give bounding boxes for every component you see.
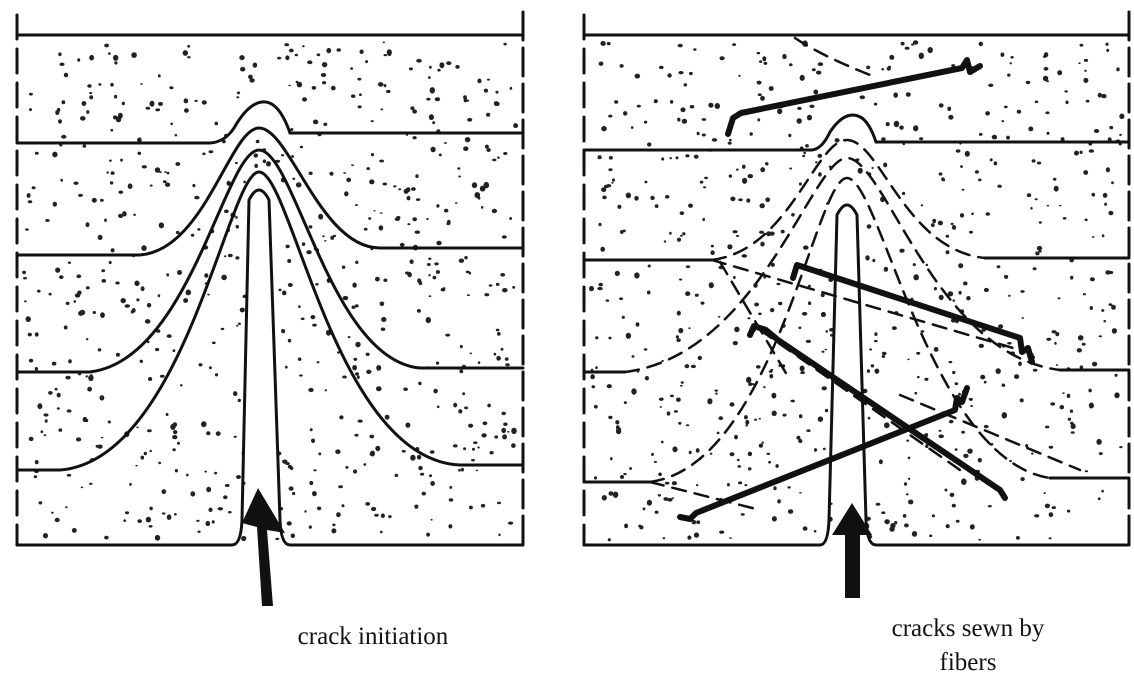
left-panel — [15, 10, 525, 606]
crack-arrow-left — [242, 488, 285, 606]
caption-cracks-sewn-by-fibers: cracks sewn by fibers — [838, 612, 1098, 680]
matrix-speckle-left — [22, 41, 519, 542]
dashed-crack-branch-d — [898, 393, 1082, 472]
left-layer-line-3 — [15, 148, 525, 374]
dashed-crack-paths — [623, 36, 1082, 512]
matrix-speckle-right — [589, 40, 1125, 542]
dashed-layer-3-curve — [623, 156, 1062, 374]
right-panel — [582, 10, 1131, 598]
dashed-crack-branch-c — [648, 480, 762, 512]
left-layer-line-1 — [15, 100, 525, 145]
caption-crack-initiation: crack initiation — [297, 623, 449, 650]
dashed-layer-4-curve — [648, 176, 1052, 484]
fiber-3 — [747, 323, 1008, 501]
crack-arrow-right — [832, 503, 872, 598]
fiber-4 — [677, 385, 970, 522]
fiber-2 — [790, 262, 1035, 365]
dashed-crack-branch-a — [710, 258, 1022, 352]
dashed-crack-branch-b — [758, 328, 962, 472]
left-panel-bottom-edge — [15, 188, 525, 547]
caption-right-line-1: cracks sewn by — [891, 615, 1045, 642]
right-panel-bottom-edge — [582, 203, 1131, 547]
dashed-crack-branch-e — [718, 260, 792, 382]
left-layer-line-2 — [15, 126, 525, 257]
fiber-1 — [725, 57, 983, 137]
caption-right-line-2: fibers — [939, 649, 997, 676]
fibers — [677, 57, 1035, 522]
left-layer-line-4 — [15, 170, 525, 472]
dashed-crack-top — [793, 36, 872, 77]
right-layer-line-1 — [582, 113, 1131, 152]
dashed-layer-2-curve — [710, 138, 987, 262]
